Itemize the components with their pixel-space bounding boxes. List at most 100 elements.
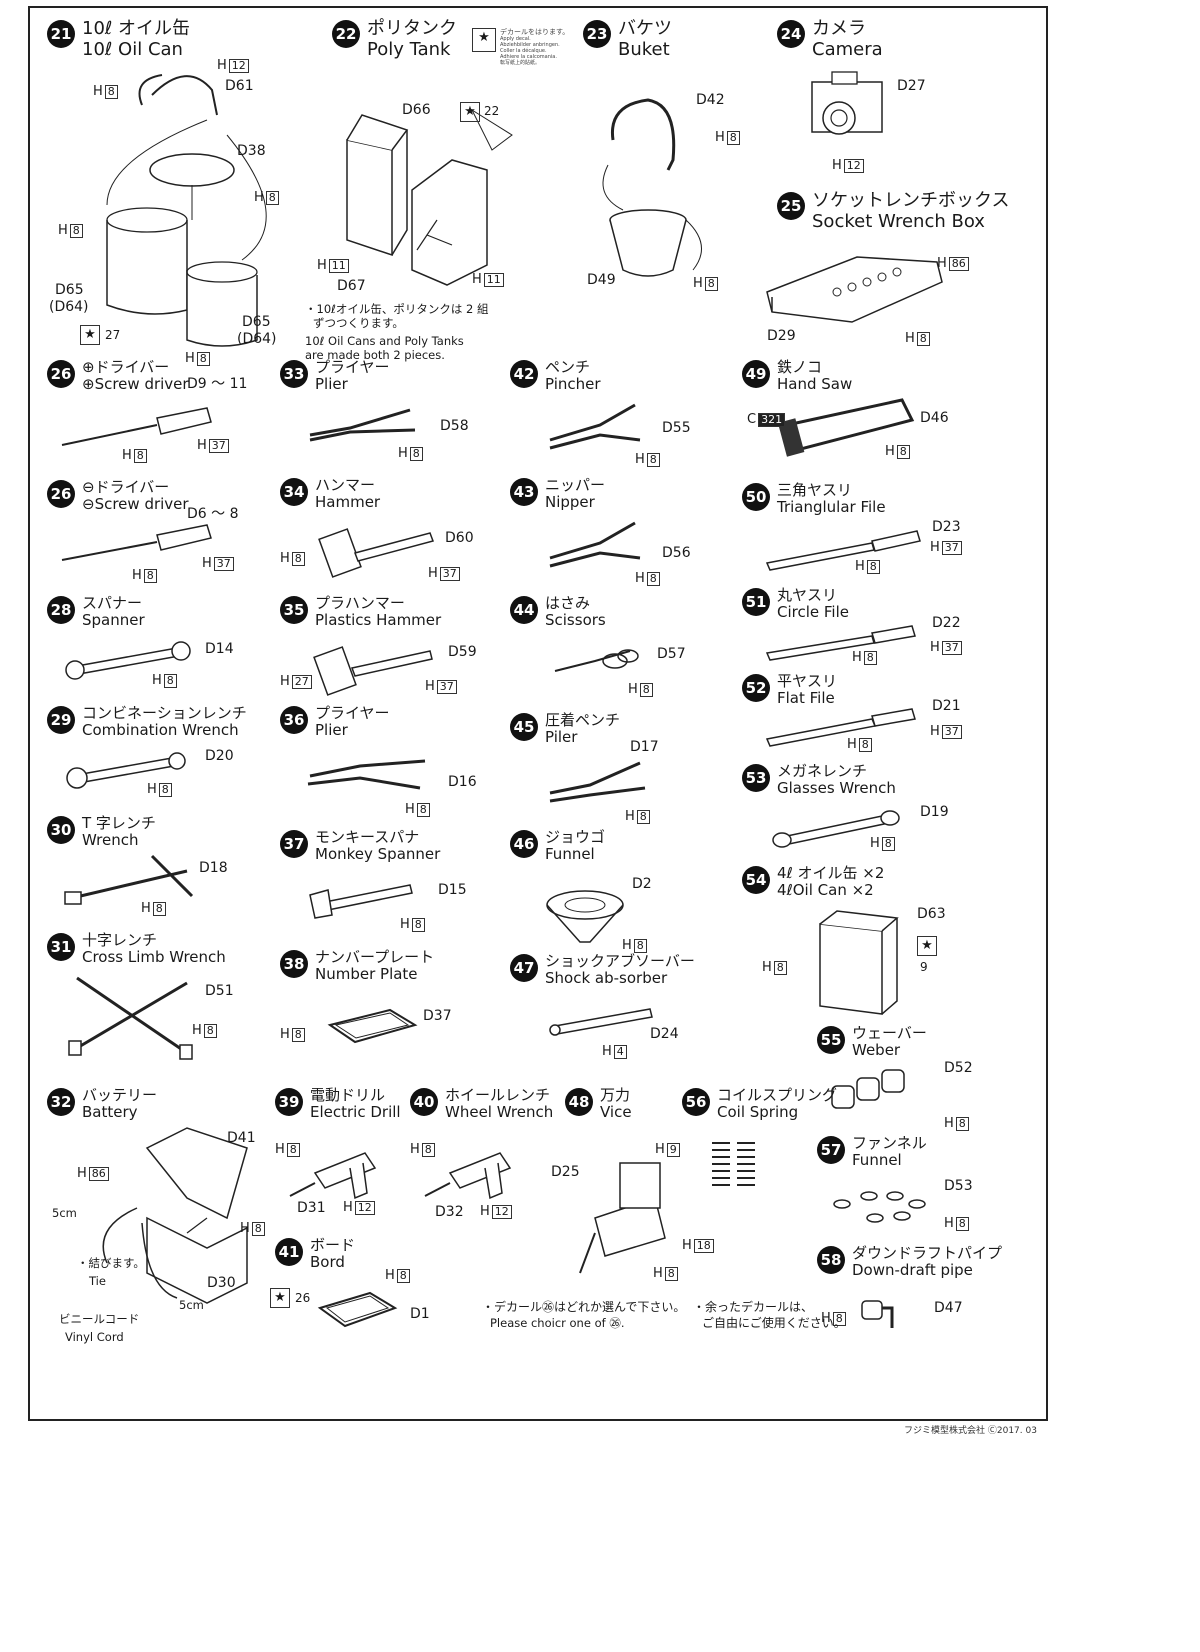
part-label: D22 [932,615,961,631]
part-label: D41 [227,1130,256,1146]
board-drawing [317,1291,398,1328]
step-number: 44 [510,596,538,624]
part-label: D9 ～ 11 [187,376,248,392]
camera-drawing [811,71,883,135]
part-label: D21 [932,698,961,714]
step-number: 38 [280,950,308,978]
decal-star-icon: ★ [472,28,496,52]
decal-instruction: デカールをはります。 Apply decal. Abziehbilder anb… [500,28,570,66]
socket-box-drawing [766,256,943,323]
step-number: 31 [47,933,75,961]
plier-drawing [309,408,416,442]
part-label: D30 [207,1275,236,1291]
step-number: 34 [280,478,308,506]
step-number: 26 [47,480,75,508]
step-number: 43 [510,478,538,506]
part-label: D65 [55,282,84,298]
step-number: 22 [332,20,360,48]
step-number: 46 [510,830,538,858]
part-label: D53 [944,1178,973,1194]
crimping-plier-drawing [549,761,646,803]
funnel-set-drawing [833,1191,926,1223]
part-label: D6 ～ 8 [187,506,239,522]
step-number: 26 [47,360,75,388]
step-number: 48 [565,1088,593,1116]
step-title: ⊖ドライバー⊖Screw driver [82,478,189,513]
step-number: 49 [742,360,770,388]
part-label: D55 [662,420,691,436]
step-number: 56 [682,1088,710,1116]
part-label: D59 [448,644,477,660]
step-number: 54 [742,866,770,894]
decal-number: 27 [105,328,121,342]
step-number: 30 [47,816,75,844]
step-number: 33 [280,360,308,388]
shock-absorber-drawing [549,1008,653,1036]
part-label: D63 [917,906,946,922]
step-number: 50 [742,483,770,511]
t-wrench-drawing [64,854,194,905]
part-label: D56 [662,545,691,561]
step-number: 24 [777,20,805,48]
part-label: D46 [920,410,949,426]
hand-saw-drawing [777,398,915,457]
part-label: (D64) [237,331,277,347]
part-label: D2 [632,876,652,892]
step-number: 37 [280,830,308,858]
part-label: D51 [205,983,234,999]
step-title: ⊕ドライバー⊕Screw driver [82,358,189,393]
electric-drill-drawing [289,1152,377,1200]
step-number: 47 [510,954,538,982]
decal-star-icon: ★ [80,325,100,345]
step-number: 58 [817,1246,845,1274]
plus-screwdriver-drawing [61,407,212,446]
step-number: 42 [510,360,538,388]
step-number: 39 [275,1088,303,1116]
part-label: D32 [435,1204,464,1220]
part-label: D47 [934,1300,963,1316]
